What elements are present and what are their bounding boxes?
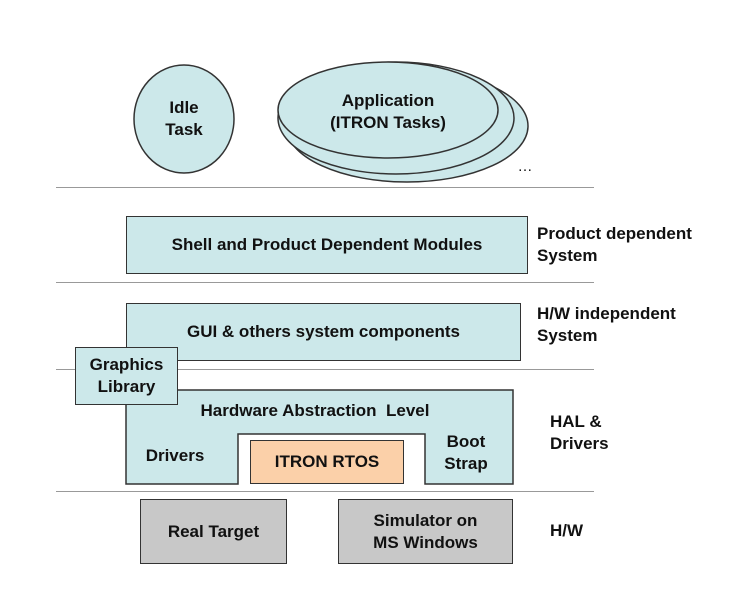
boot-strap-line2: Strap [444, 454, 488, 473]
boot-strap-line1: Boot [446, 432, 486, 451]
product-dependent-line2: System [537, 246, 598, 265]
graphics-library-box: Graphics Library [75, 347, 178, 405]
drivers-label: Drivers [145, 446, 205, 465]
simulator-line2: MS Windows [373, 532, 478, 552]
idle-task-line2: Task [165, 120, 203, 139]
boot-strap-label: Boot Strap [430, 431, 502, 475]
gui-components-box: GUI & others system components [126, 303, 521, 361]
hw-independent-line2: System [537, 326, 598, 345]
itron-rtos-box: ITRON RTOS [250, 440, 404, 484]
hal-box-shape [125, 389, 514, 485]
separator-line-2 [56, 282, 594, 283]
application-line2: (ITRON Tasks) [330, 113, 446, 132]
idle-task-line1: Idle [169, 98, 199, 117]
hal-drivers-line2: Drivers [550, 434, 609, 453]
real-target-label: Real Target [167, 521, 260, 541]
more-tasks-ellipsis: … [517, 158, 533, 175]
application-ellipse [277, 61, 499, 159]
tasks-svg [133, 61, 529, 183]
itron-rtos-label: ITRON RTOS [274, 452, 380, 471]
simulator-box: Simulator on MS Windows [338, 499, 513, 564]
graphics-library-line2: Library [97, 377, 156, 396]
hw-independent-line1: H/W independent [537, 304, 676, 323]
application-label: Application (ITRON Tasks) [298, 90, 478, 134]
hal-drivers-side-label: HAL & Drivers [550, 411, 609, 455]
hw-independent-side-label: H/W independent System [537, 303, 676, 347]
simulator-line1: Simulator on [373, 510, 478, 530]
separator-line-1 [56, 187, 594, 188]
application-line1: Application [341, 91, 435, 110]
idle-task-label: Idle Task [134, 97, 234, 141]
real-target-box: Real Target [140, 499, 287, 564]
idle-task-ellipse [133, 64, 235, 174]
hal-drivers-line1: HAL & [550, 412, 602, 431]
separator-line-4 [56, 491, 594, 492]
product-dependent-side-label: Product dependent System [537, 223, 692, 267]
graphics-library-line1: Graphics [89, 355, 164, 374]
shell-modules-box: Shell and Product Dependent Modules [126, 216, 528, 274]
shell-modules-label: Shell and Product Dependent Modules [171, 235, 483, 254]
hw-side-label: H/W [550, 521, 584, 540]
gui-components-label: GUI & others system components [186, 322, 460, 341]
separator-line-3 [56, 369, 594, 370]
product-dependent-line1: Product dependent [537, 224, 692, 243]
hal-title: Hardware Abstraction Level [200, 401, 430, 420]
